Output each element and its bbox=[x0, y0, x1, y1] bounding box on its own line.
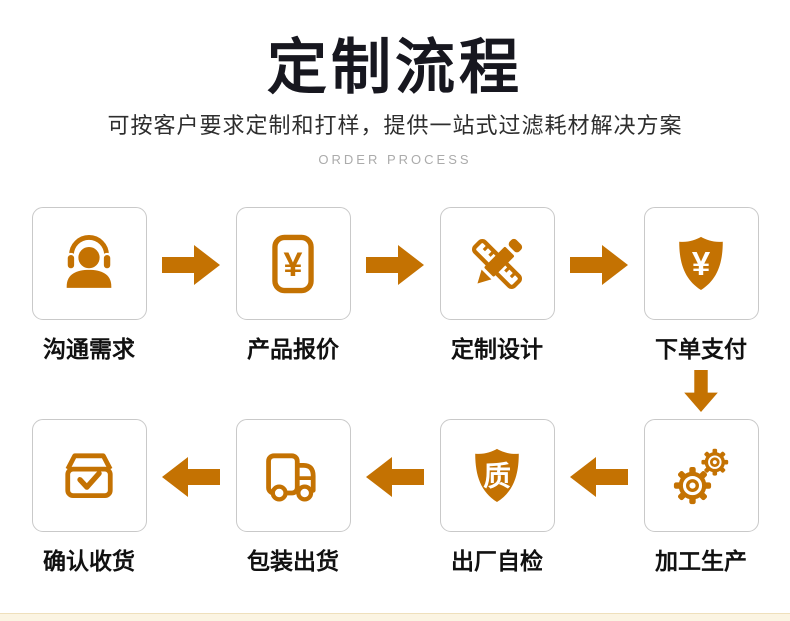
page-header: 定制流程 可按客户要求定制和打样，提供一站式过滤耗材解决方案 ORDER PRO… bbox=[0, 0, 790, 167]
step-label: 出厂自检 bbox=[451, 548, 543, 574]
flow-connector bbox=[351, 419, 440, 575]
flow-row-connector bbox=[0, 363, 790, 419]
step-communicate-needs: 沟通需求 bbox=[31, 207, 147, 363]
flow-row-bottom: 确认收货 包装出货 bbox=[0, 419, 790, 575]
box-check-icon bbox=[65, 452, 113, 498]
step-label: 下单支付 bbox=[655, 336, 747, 362]
arrow-left-icon bbox=[366, 457, 424, 497]
step-card bbox=[235, 419, 351, 532]
step-card bbox=[643, 419, 759, 532]
arrow-left-icon bbox=[570, 457, 628, 497]
flow-connector bbox=[555, 419, 644, 575]
step-order-payment: ¥ 下单支付 bbox=[643, 207, 759, 363]
step-label: 确认收货 bbox=[43, 548, 135, 574]
arrow-right-icon bbox=[570, 245, 628, 285]
step-factory-inspection: 质 出厂自检 bbox=[439, 419, 555, 575]
step-card bbox=[439, 207, 555, 320]
step-label: 产品报价 bbox=[247, 336, 339, 362]
page-tagline: ORDER PROCESS bbox=[318, 152, 472, 167]
shield-yen-icon: ¥ bbox=[679, 236, 723, 290]
yen-symbol: ¥ bbox=[692, 245, 711, 282]
flow-connector bbox=[147, 419, 236, 575]
flow-connector bbox=[147, 207, 236, 363]
step-label: 加工生产 bbox=[655, 548, 747, 574]
arrow-down-icon bbox=[684, 370, 718, 412]
step-card: 质 bbox=[439, 419, 555, 532]
step-pack-ship: 包装出货 bbox=[235, 419, 351, 575]
flow-row-top: 沟通需求 ¥ 产品报价 bbox=[0, 207, 790, 363]
step-label: 定制设计 bbox=[451, 336, 543, 362]
quote-yen-card-icon: ¥ bbox=[272, 234, 314, 293]
arrow-right-icon bbox=[162, 245, 220, 285]
quality-symbol: 质 bbox=[483, 460, 511, 491]
service-headset-icon bbox=[65, 234, 113, 288]
delivery-truck-icon bbox=[266, 452, 316, 501]
step-production: 加工生产 bbox=[643, 419, 759, 575]
process-flow: 沟通需求 ¥ 产品报价 bbox=[0, 207, 790, 575]
step-label: 沟通需求 bbox=[43, 336, 135, 362]
page-subtitle: 可按客户要求定制和打样，提供一站式过滤耗材解决方案 bbox=[107, 113, 683, 138]
step-product-quote: ¥ 产品报价 bbox=[235, 207, 351, 363]
pencil-ruler-icon bbox=[471, 238, 523, 289]
step-card: ¥ bbox=[643, 207, 759, 320]
yen-symbol: ¥ bbox=[284, 246, 303, 284]
step-confirm-receipt: 确认收货 bbox=[31, 419, 147, 575]
gears-icon bbox=[673, 448, 729, 504]
flow-connector bbox=[644, 363, 759, 419]
step-custom-design: 定制设计 bbox=[439, 207, 555, 363]
shield-quality-icon: 质 bbox=[475, 448, 519, 502]
flow-connector bbox=[555, 207, 644, 363]
flow-connector bbox=[351, 207, 440, 363]
section-divider-band bbox=[0, 613, 790, 621]
arrow-right-icon bbox=[366, 245, 424, 285]
step-label: 包装出货 bbox=[247, 548, 339, 574]
arrow-left-icon bbox=[162, 457, 220, 497]
page-title: 定制流程 bbox=[267, 34, 523, 101]
step-card: ¥ bbox=[235, 207, 351, 320]
step-card bbox=[31, 419, 147, 532]
step-card bbox=[31, 207, 147, 320]
